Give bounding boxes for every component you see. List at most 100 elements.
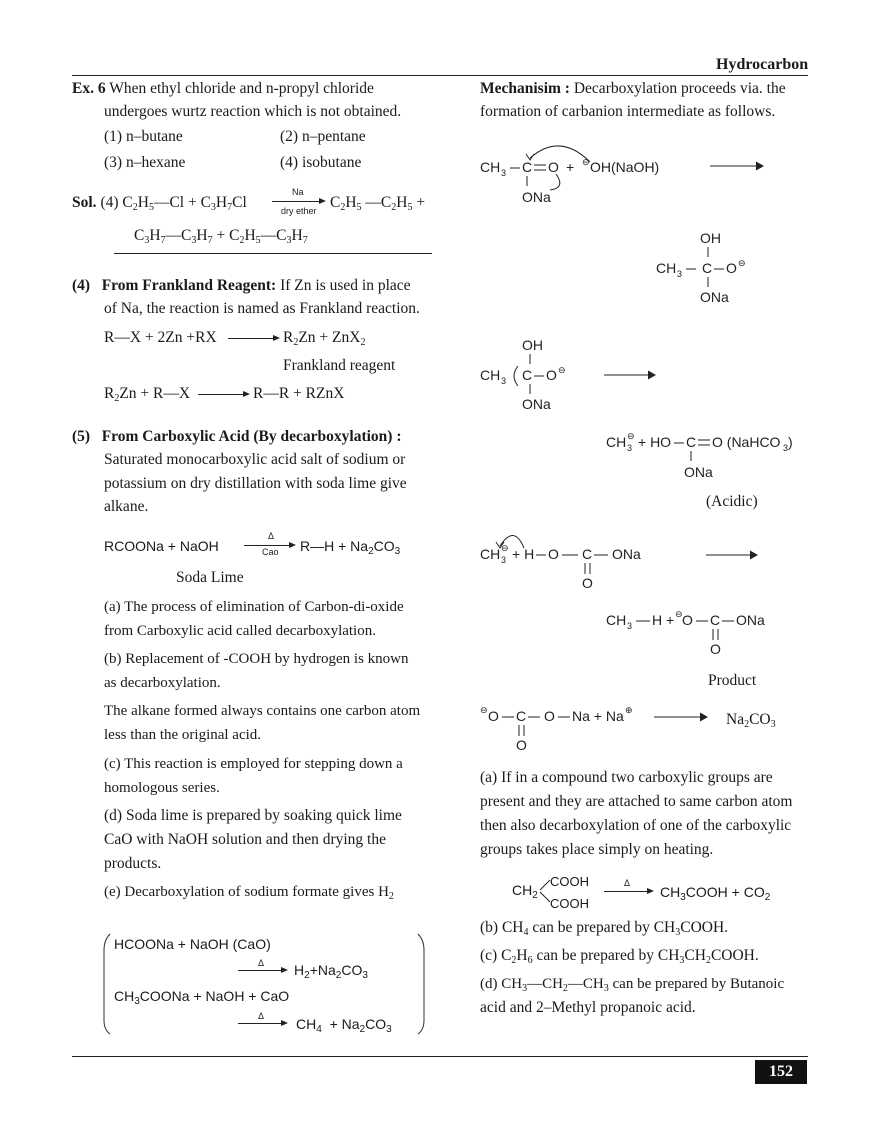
- right-a-line2: present and they are attached to same ca…: [480, 793, 793, 810]
- note-d-1: (d) Soda lime is prepared by soaking qui…: [104, 807, 402, 824]
- svg-text:⊕: ⊕: [625, 705, 633, 715]
- svg-text:O: O: [682, 612, 693, 628]
- frankland-arrow-2: [198, 391, 250, 397]
- box-delta-1: Δ: [258, 958, 265, 968]
- sol-divider: [114, 253, 432, 254]
- ex6-option-3: (3) n–hexane: [104, 154, 186, 171]
- svg-text:⊖: ⊖: [738, 258, 746, 268]
- rcoona-arrow-bottom: Cao: [262, 547, 279, 557]
- svg-text:⊖: ⊖: [558, 365, 566, 375]
- note-d-2: CaO with NaOH solution and then drying t…: [104, 831, 386, 848]
- svg-text:O: O: [516, 737, 527, 753]
- footer-rule: [72, 1056, 808, 1057]
- box-arrow-1: [238, 967, 288, 973]
- svg-text:O: O: [548, 159, 559, 175]
- svg-text:C: C: [702, 260, 712, 276]
- svg-text:CH: CH: [480, 367, 500, 383]
- sol-arrow: [272, 198, 326, 204]
- page-number: 152: [755, 1060, 807, 1084]
- svg-text:ONa: ONa: [612, 546, 641, 562]
- ex6-question-line2: undergoes wurtz reaction which is not ob…: [104, 103, 402, 120]
- header-rule: [72, 75, 808, 76]
- carboxylic-para-1: Saturated monocarboxylic acid salt of so…: [104, 451, 406, 468]
- svg-text:⊖: ⊖: [675, 609, 683, 619]
- na2co3-product: Na2CO3: [726, 711, 776, 730]
- svg-text:Na + Na: Na + Na: [572, 708, 624, 724]
- svg-text:C: C: [522, 159, 532, 175]
- svg-text:⊖: ⊖: [582, 157, 590, 167]
- right-a-line1: (a) If in a compound two carboxylic grou…: [480, 769, 773, 786]
- malonic-delta: Δ: [624, 878, 631, 888]
- acidic-label: (Acidic): [706, 493, 758, 510]
- right-d-line1: (d) CH3—CH2—CH3 can be prepared by Butan…: [480, 976, 785, 994]
- note-a-2: from Carboxylic acid called decarboxylat…: [104, 623, 376, 639]
- mechanism-line2: formation of carbanion intermediate as f…: [480, 103, 776, 120]
- ex6-option-2: (2) n–pentane: [280, 128, 366, 145]
- frankland-label: Frankland reagent: [283, 357, 396, 374]
- frankland-eq1-lhs: R—X + 2Zn +RX: [104, 329, 217, 346]
- frankland-eq1-rhs: R2Zn + ZnX2: [283, 329, 366, 348]
- right-c: (c) C2H6 can be prepared by CH3CH2COOH.: [480, 947, 759, 966]
- note-alkane-1: The alkane formed always contains one ca…: [104, 703, 421, 719]
- svg-text:ONa: ONa: [700, 289, 729, 305]
- svg-text:3: 3: [783, 443, 788, 453]
- svg-text:⊖: ⊖: [501, 543, 509, 553]
- mechanism-line1: Mechanisim : Decarboxylation proceeds vi…: [480, 80, 786, 97]
- svg-text:3: 3: [501, 376, 506, 386]
- malonic-ch2: CH2: [512, 882, 538, 901]
- box-line-3: CH3COONa + NaOH + CaO: [114, 988, 290, 1007]
- sol-arrow-bottom-label: dry ether: [281, 206, 317, 216]
- header-title: Hydrocarbon: [716, 56, 809, 73]
- formate-reaction-box: [103, 933, 425, 1035]
- svg-text:ONa: ONa: [522, 189, 551, 205]
- rcoona-eq-rhs: R—H + Na2CO3: [300, 538, 401, 557]
- carboxylic-para-2: potassium on dry distillation with soda …: [104, 475, 407, 492]
- ex6-question-line1: Ex. 6 When ethyl chloride and n-propyl c…: [72, 80, 374, 97]
- note-c-1: (c) This reaction is employed for steppi…: [104, 756, 403, 772]
- svg-text:CH: CH: [480, 159, 500, 175]
- carboxylic-para-3: alkane.: [104, 498, 149, 515]
- product-label: Product: [708, 672, 757, 689]
- right-d-line2: acid and 2–Methyl propanoic acid.: [480, 999, 696, 1016]
- frankland-heading: (4) From Frankland Reagent: If Zn is use…: [72, 277, 411, 294]
- svg-text:O: O: [582, 575, 593, 591]
- svg-text:3: 3: [627, 621, 632, 631]
- box-product-2: CH4 + Na2CO3: [296, 1016, 392, 1035]
- note-alkane-2: less than the original acid.: [104, 727, 262, 743]
- rcoona-eq-lhs: RCOONa + NaOH: [104, 538, 219, 554]
- malonic-bonds: [539, 879, 551, 903]
- svg-text:3: 3: [677, 269, 682, 279]
- rcoona-arrow: [244, 542, 296, 548]
- svg-text:3: 3: [501, 555, 506, 565]
- box-arrow-2: [238, 1020, 288, 1026]
- sol-products-1: C2H5 —C2H5 +: [330, 194, 426, 213]
- malonic-cooh-top: COOH: [550, 874, 589, 889]
- svg-text:+: +: [566, 159, 574, 175]
- right-b: (b) CH4 can be prepared by CH3COOH.: [480, 919, 729, 938]
- soda-lime-label: Soda Lime: [176, 569, 244, 586]
- svg-text:CH: CH: [656, 260, 676, 276]
- note-e: (e) Decarboxylation of sodium formate gi…: [104, 884, 394, 902]
- right-a-line3: then also decarboxylation of one of the …: [480, 817, 792, 834]
- svg-text:CH: CH: [606, 434, 626, 450]
- note-b-2: as decarboxylation.: [104, 675, 221, 691]
- box-product-1: H2+Na2CO3: [294, 962, 368, 981]
- svg-text:3: 3: [501, 168, 506, 178]
- svg-text:ONa: ONa: [522, 396, 551, 412]
- svg-text:O: O: [546, 367, 557, 383]
- sol-arrow-top-label: Na: [292, 187, 304, 197]
- svg-text:O: O: [710, 641, 721, 657]
- svg-text:3: 3: [627, 443, 632, 453]
- svg-text:OH(NaOH): OH(NaOH): [590, 159, 659, 175]
- svg-text:OH: OH: [522, 337, 543, 353]
- box-delta-2: Δ: [258, 1011, 265, 1021]
- frankland-text: of Na, the reaction is named as Franklan…: [104, 300, 420, 317]
- ex6-option-1: (1) n–butane: [104, 128, 183, 145]
- frankland-arrow-1: [228, 335, 280, 341]
- malonic-cooh-bottom: COOH: [550, 896, 589, 911]
- ex6-solution: Sol. (4) C2H5—Cl + C3H7Cl: [72, 194, 247, 213]
- svg-text:OH: OH: [700, 230, 721, 246]
- frankland-eq2-lhs: R2Zn + R—X: [104, 385, 191, 404]
- rcoona-arrow-top: Δ: [268, 531, 275, 541]
